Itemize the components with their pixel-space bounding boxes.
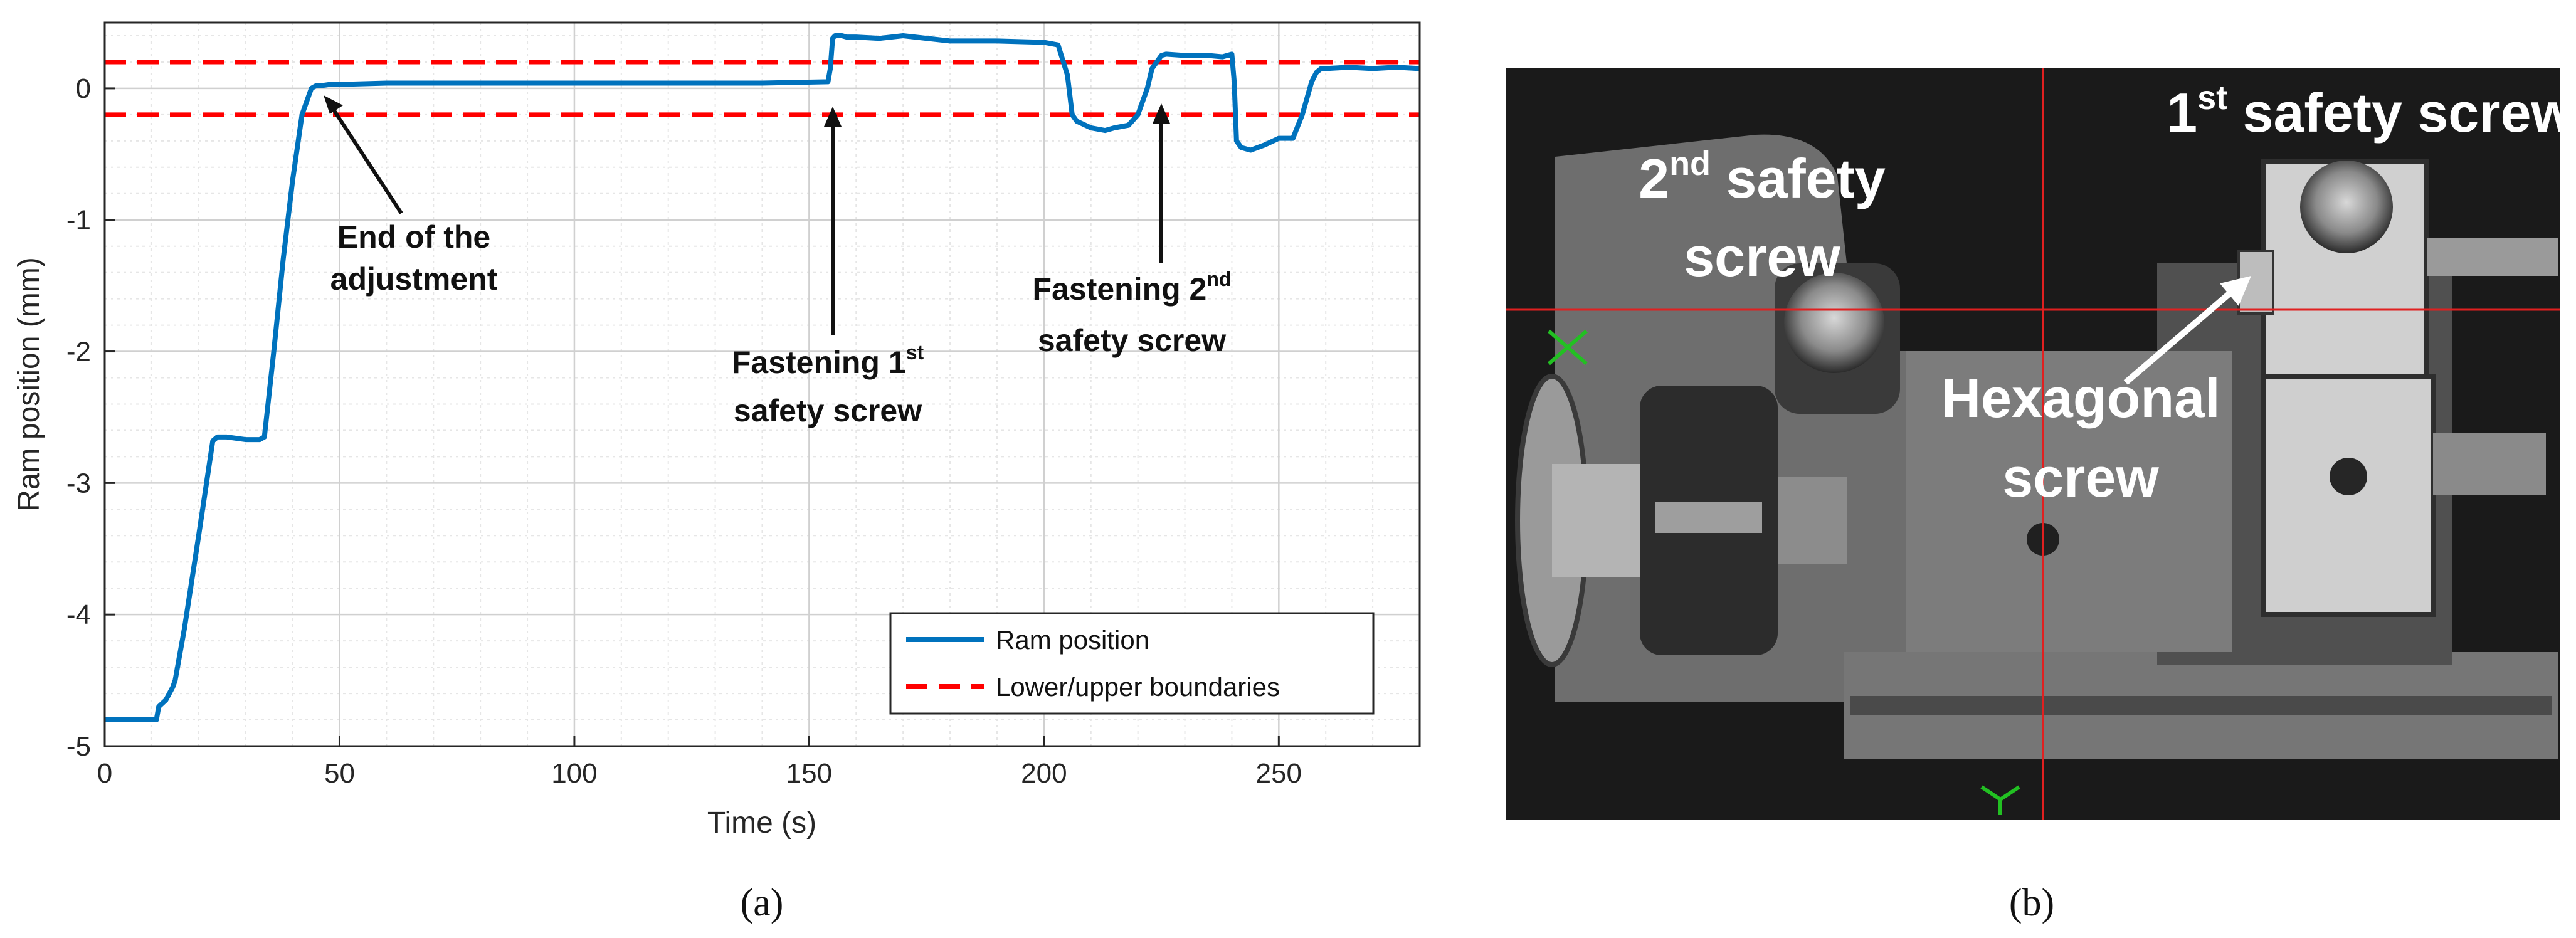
annotation-line: safety screw [1038, 323, 1226, 358]
y-axis-ticks: 0 -1 -2 -3 -4 -5 [66, 73, 115, 762]
boundary-lines [105, 60, 1420, 117]
x-tick-label: 250 [1256, 758, 1302, 789]
casting-center-block [1906, 351, 2232, 652]
label-ordinal-number: 2 [1639, 147, 1669, 209]
right-top-bar [2427, 238, 2558, 276]
left-roller-band [1655, 502, 1762, 533]
label-hexagonal-line2: screw [2002, 446, 2159, 509]
x-tick-label: 50 [324, 758, 355, 789]
annotation-line: adjustment [330, 261, 498, 297]
screw1-head [2300, 161, 2393, 253]
y-tick-label: 0 [76, 73, 91, 104]
label-hexagonal-line1: Hexagonal [1941, 367, 2220, 429]
annotation-line-main: Fastening 2 [1033, 271, 1207, 307]
label-1st-safety-screw: 1st safety screw [2167, 79, 2574, 144]
x-tick-label: 100 [551, 758, 597, 789]
green-x-marker [1548, 329, 1588, 366]
x-tick-label: 0 [97, 758, 112, 789]
caption-b: (b) [2009, 882, 2054, 924]
hexagonal-arrow [2123, 286, 2238, 385]
caption-a: (a) [741, 882, 784, 924]
chart-panel: 0 50 100 150 200 250 0 -1 -2 -3 -4 -5 Time (s) Ram… [13, 21, 1421, 840]
legend-label-ram-position: Ram position [996, 625, 1149, 655]
annotation-end-of-adjustment: End of the adjustment [324, 95, 498, 297]
x-axis-label: Time (s) [707, 806, 816, 840]
ordinal-superscript: nd [1206, 268, 1231, 290]
x-tick-label: 150 [786, 758, 832, 789]
annotation-line: Fastening 2nd [1033, 268, 1232, 307]
green-y-marker [1980, 785, 2020, 815]
label-remainder: safety [1711, 147, 1886, 209]
right-lower-screw [2330, 458, 2367, 495]
label-2nd-safety-line2: screw [1684, 226, 1840, 288]
x-tick-label: 200 [1021, 758, 1067, 789]
annotation-arrowhead [324, 95, 343, 114]
label-ordinal-number: 1 [2167, 82, 2197, 144]
photo-panel: 1st safety screw 2nd safety screw Hexago… [1506, 68, 2574, 820]
annotation-arrowhead [824, 107, 842, 127]
annotation-arrowhead [1153, 103, 1170, 124]
ordinal-superscript: nd [1669, 145, 1711, 182]
y-tick-label: -5 [66, 731, 91, 762]
annotation-fastening-1st: Fastening 1st safety screw [732, 107, 924, 428]
hexagonal-arrowhead [2220, 276, 2251, 306]
screw2-head [1784, 273, 1884, 373]
annotation-line: End of the [337, 219, 490, 255]
ordinal-superscript: st [2197, 79, 2227, 117]
ordinal-superscript: st [906, 341, 924, 364]
legend-box [889, 612, 1375, 715]
annotation-line: safety screw [734, 393, 922, 428]
x-axis-ticks: 0 50 100 150 200 250 [97, 736, 1302, 789]
y-axis-label: Ram position (mm) [13, 257, 46, 511]
casting-lower-groove [1850, 696, 2552, 715]
right-axle [2433, 433, 2546, 495]
annotation-line: Fastening 1st [732, 341, 924, 380]
annotation-fastening-2nd: Fastening 2nd safety screw [1033, 103, 1232, 358]
ram-position-line [105, 33, 1420, 722]
plot-frame [103, 21, 1421, 747]
legend-label-boundaries: Lower/upper boundaries [996, 672, 1280, 702]
y-tick-label: -2 [66, 337, 91, 367]
left-shaft-end [1778, 477, 1847, 564]
y-tick-label: -3 [66, 468, 91, 498]
legend: Ram position Lower/upper boundaries [889, 612, 1375, 715]
label-remainder: safety screw [2227, 82, 2574, 144]
annotation-line-main: Fastening 1 [732, 345, 906, 380]
left-shaft [1552, 464, 1646, 577]
y-tick-label: -4 [66, 599, 91, 630]
label-2nd-safety-line1: 2nd safety [1639, 145, 1886, 209]
y-tick-label: -1 [66, 205, 91, 236]
annotation-arrow [330, 107, 403, 214]
